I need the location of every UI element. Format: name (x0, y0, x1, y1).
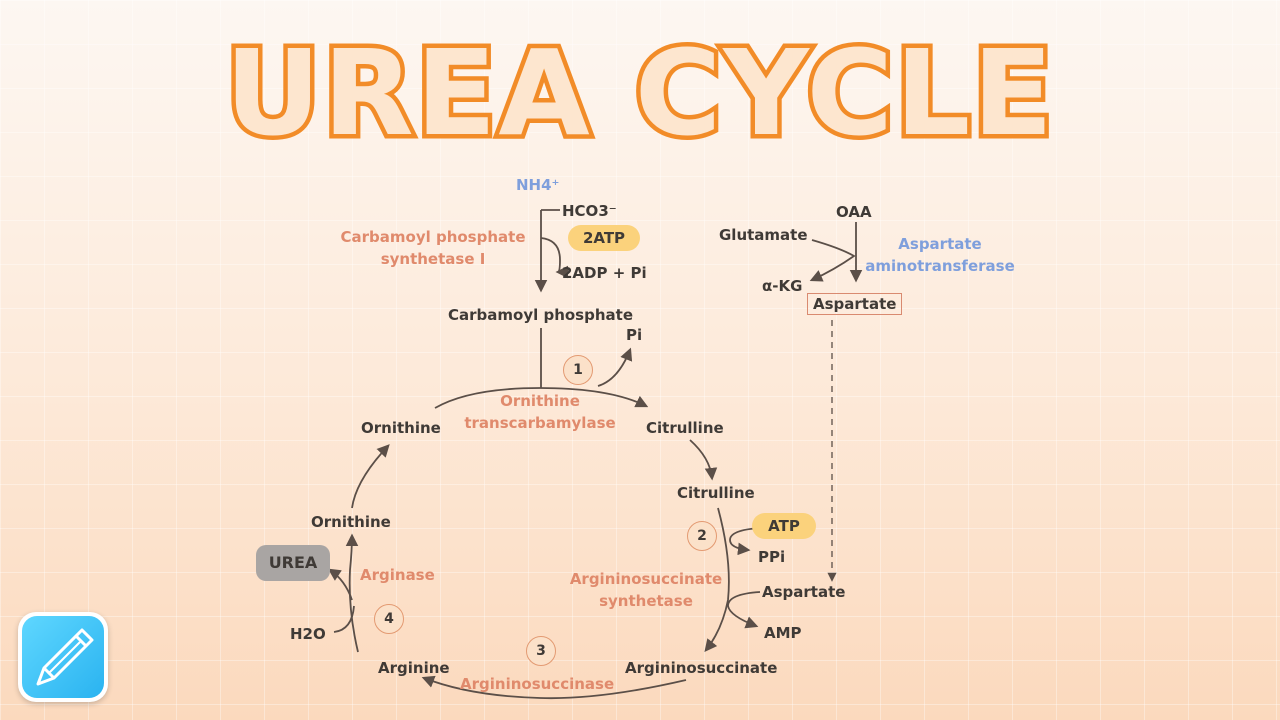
ppi-label: PPi (758, 548, 786, 566)
enzyme-otc-line2: transcarbamylase (464, 414, 616, 432)
aspartate-in-label: Aspartate (762, 583, 846, 601)
arrow-otc (434, 387, 649, 409)
arrow-arginase (345, 533, 359, 653)
ornithine-top-label: Ornithine (361, 419, 441, 437)
enzyme-cps-line2: synthetase I (380, 250, 486, 268)
arrow-glu-akg (809, 239, 856, 282)
carbamoyl-phosphate-label: Carbamoyl phosphate (448, 306, 633, 324)
page-title: UREA CYCLE (221, 24, 1058, 162)
step-1-badge: 1 (563, 355, 593, 385)
pencil-app-icon[interactable] (18, 612, 108, 702)
enzyme-otc: Ornithine transcarbamylase (452, 390, 628, 434)
enzyme-cps-line1: Carbamoyl phosphate (340, 228, 526, 246)
hco3-label: HCO3⁻ (562, 202, 617, 220)
enzyme-ass-line1: Argininosuccinate (569, 570, 723, 588)
arrow-urea (327, 568, 353, 601)
arrow-h2o (333, 605, 355, 633)
arrow-asl (421, 675, 687, 700)
enzyme-ast-line2: aminotransferase (865, 257, 1015, 275)
step-4-badge: 4 (374, 604, 404, 634)
enzyme-ass-line2: synthetase (599, 592, 693, 610)
arrow-ass (704, 507, 730, 652)
arrow-atp-curve (540, 237, 569, 279)
adp-label: 2ADP + Pi (562, 264, 647, 282)
arrow-cit-transport (689, 439, 718, 481)
atp2-pill: 2ATP (568, 225, 640, 251)
glutamate-label: Glutamate (719, 226, 808, 244)
pi-label: Pi (626, 326, 643, 344)
step-3-badge: 3 (526, 636, 556, 666)
enzyme-ass: Argininosuccinate synthetase (562, 568, 730, 612)
enzyme-ast-line1: Aspartate (898, 235, 982, 253)
amp-label: AMP (764, 624, 802, 642)
arrow-amp (727, 591, 761, 629)
arrow-orn-transport (351, 444, 390, 509)
urea-pill: UREA (256, 545, 330, 581)
atp-pill: ATP (752, 513, 816, 539)
step-2-badge: 2 (687, 521, 717, 551)
enzyme-ast: Aspartate aminotransferase (862, 233, 1018, 277)
arrow-ppi (729, 527, 761, 556)
nh4-label: NH4⁺ (516, 176, 560, 194)
akg-label: α-KG (762, 277, 803, 295)
citrulline-mid-label: Citrulline (677, 484, 755, 502)
enzyme-asl: Argininosuccinase (460, 675, 615, 693)
oaa-label: OAA (836, 203, 872, 221)
enzyme-arginase: Arginase (360, 566, 435, 584)
citrulline-top-label: Citrulline (646, 419, 724, 437)
arginine-label: Arginine (378, 659, 450, 677)
pencil-icon (36, 628, 94, 686)
h2o-label: H2O (290, 625, 326, 643)
ornithine-low-label: Ornithine (311, 513, 391, 531)
enzyme-cps: Carbamoyl phosphate synthetase I (338, 226, 528, 270)
arrow-pi (597, 347, 633, 387)
enzyme-otc-line1: Ornithine (500, 392, 580, 410)
argininosuccinate-label: Argininosuccinate (625, 659, 778, 677)
aspartate-box-label: Aspartate (807, 293, 903, 315)
